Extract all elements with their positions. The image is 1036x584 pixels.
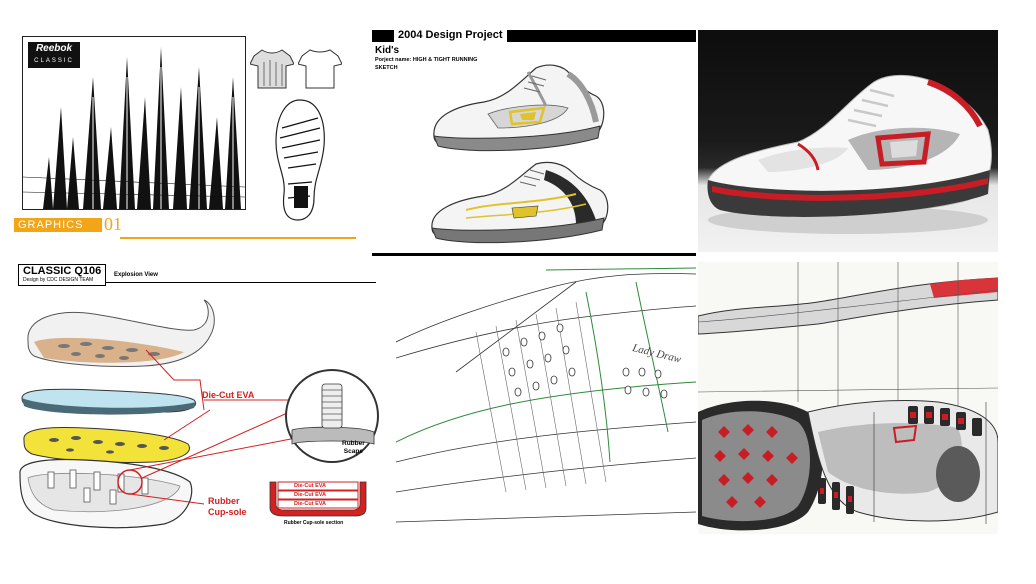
pattern-drawing-panel: Lady Draw <box>396 262 696 534</box>
explosion-view-panel: CLASSIC Q106 Design by CDC DESIGN TEAM E… <box>14 260 386 550</box>
product-photo-panel <box>698 30 998 252</box>
brand-badge: Reebok CLASSIC <box>28 42 80 68</box>
callout-rubber-scape: Rubber Scape <box>342 440 365 455</box>
model-title-box: CLASSIC Q106 Design by CDC DESIGN TEAM <box>18 264 106 286</box>
project-bottom-rule <box>372 253 696 256</box>
tshirt-back <box>298 48 342 90</box>
tshirt-front <box>250 48 294 90</box>
explosion-view-title: Explosion View <box>114 272 158 278</box>
section-layer-1: Die-Cut EVA <box>294 483 326 489</box>
graphics-panel: Reebok CLASSIC GRAPHICS 01 <box>14 28 358 243</box>
project-header-text: 2004 Design Project <box>394 30 507 42</box>
brand-logo-text: Reebok <box>35 43 73 54</box>
section-label-bar: GRAPHICS <box>14 218 102 232</box>
model-credit: Design by CDC DESIGN TEAM <box>23 277 94 283</box>
project-name: Porject name: HIGH & TIGHT RUNNING <box>375 57 478 63</box>
callout-rubber-cup-sole: Rubber Cup-sole <box>208 496 247 517</box>
sole-technical-drawing <box>698 262 998 531</box>
model-title: CLASSIC Q106 <box>23 265 102 277</box>
section-caption: Rubber Cup-sole section <box>284 520 344 526</box>
section-layer-2: Die-Cut EVA <box>294 492 326 498</box>
section-layer-3: Die-Cut EVA <box>294 501 326 507</box>
callout-die-cut-eva: Die-Cut EVA <box>202 390 255 400</box>
sketch-shoe-top <box>428 62 608 160</box>
title-rule <box>106 282 376 283</box>
explosion-diagram <box>19 299 379 529</box>
sole-technical-panel <box>698 262 998 534</box>
product-shoe-photo <box>707 74 992 234</box>
pattern-lines <box>396 267 696 523</box>
project-header-bar: 2004 Design Project <box>372 30 696 42</box>
brand-sub-text: CLASSIC <box>34 58 74 64</box>
sketch-shoe-bottom <box>426 160 612 250</box>
insole-graphic <box>272 98 328 222</box>
section-label-text: GRAPHICS <box>18 219 84 231</box>
project-category: Kid's <box>375 45 400 56</box>
design-project-panel: 2004 Design Project Kid's Porject name: … <box>372 30 696 256</box>
section-underline <box>120 237 356 239</box>
section-number: 01 <box>104 214 122 234</box>
project-stage: SKETCH <box>375 65 398 71</box>
